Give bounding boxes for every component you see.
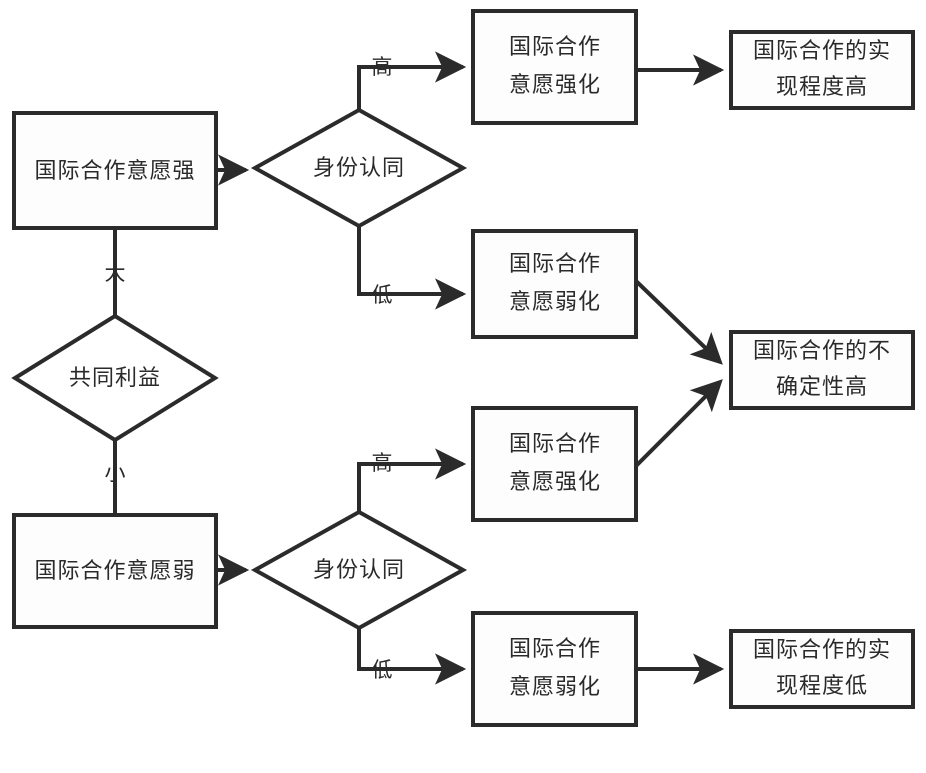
weaken-bottom-label-line1: 国际合作 [509,637,601,662]
node-strengthen-bottom[interactable]: 国际合作 意愿强化 [471,406,638,522]
edge-identity-bottom-high [357,448,467,512]
outcome-high-box[interactable] [729,30,915,110]
identity-bottom-diamond[interactable] [250,509,468,631]
strengthen-top-box[interactable] [471,9,638,125]
strengthen-top-label-line2: 意愿强化 [509,73,601,98]
common-interest-label: 共同利益 [69,366,161,391]
weaken-bottom-label-line2: 意愿弱化 [509,675,601,700]
edge-identity-bottom-low [357,628,467,685]
edge-label-high-bottom: 高 [372,451,393,475]
identity-top-diamond[interactable] [250,107,468,229]
edge-label-low-top: 低 [372,283,393,307]
weaken-top-label-line2: 意愿弱化 [509,290,601,315]
outcome-uncertain-box[interactable] [729,330,915,410]
weaken-top-label-line1: 国际合作 [509,252,601,277]
outcome-uncertain-label-line1: 国际合作的不 [753,339,891,364]
node-willingness-strong[interactable]: 国际合作意愿强 [12,111,218,230]
node-willingness-weak[interactable]: 国际合作意愿弱 [12,513,218,629]
outcome-uncertain-label-line2: 确定性高 [776,375,868,400]
node-common-interest[interactable]: 共同利益 [11,313,219,443]
node-weaken-top[interactable]: 国际合作 意愿弱化 [471,229,638,339]
willingness-strong-box[interactable] [12,111,218,230]
strengthen-bottom-label-line1: 国际合作 [509,432,601,457]
identity-top-label: 身份认同 [313,156,405,181]
edge-label-small: 小 [105,461,126,485]
outcome-low-box[interactable] [729,629,915,709]
outcome-low-label-line2: 现程度低 [776,674,868,699]
strengthen-bottom-label-line2: 意愿强化 [509,470,601,495]
weaken-bottom-box[interactable] [471,611,638,727]
identity-bottom-label: 身份认同 [313,558,405,583]
edge-weaken-top-to-outcome-uncertain [634,279,723,365]
strengthen-bottom-box[interactable] [471,406,638,522]
edge-label-low-bottom: 低 [372,658,393,682]
outcome-low-label-line1: 国际合作的实 [753,638,891,663]
outcome-high-label-line2: 现程度高 [776,75,868,100]
weaken-top-box[interactable] [471,229,638,339]
willingness-weak-label: 国际合作意愿弱 [34,559,195,584]
edges-layer [113,51,725,685]
node-outcome-uncertain[interactable]: 国际合作的不 确定性高 [729,330,915,410]
node-outcome-low[interactable]: 国际合作的实 现程度低 [729,629,915,709]
node-identity-top[interactable]: 身份认同 [250,107,468,229]
edge-strengthen-bottom-to-outcome-uncertain [634,379,723,468]
node-strengthen-top[interactable]: 国际合作 意愿强化 [471,9,638,125]
edge-identity-top-high [357,51,467,110]
edge-label-large: 大 [105,261,126,285]
node-weaken-bottom[interactable]: 国际合作 意愿弱化 [471,611,638,727]
common-interest-diamond[interactable] [11,313,219,443]
willingness-weak-box[interactable] [12,513,218,629]
willingness-strong-label: 国际合作意愿强 [34,159,195,184]
outcome-high-label-line1: 国际合作的实 [753,39,891,64]
edge-identity-top-low [357,226,467,310]
edge-labels-layer: 大 小 高 低 高 低 [105,55,393,682]
edge-label-high-top: 高 [372,55,393,79]
node-outcome-high[interactable]: 国际合作的实 现程度高 [729,30,915,110]
node-identity-bottom[interactable]: 身份认同 [250,509,468,631]
strengthen-top-label-line1: 国际合作 [509,35,601,60]
